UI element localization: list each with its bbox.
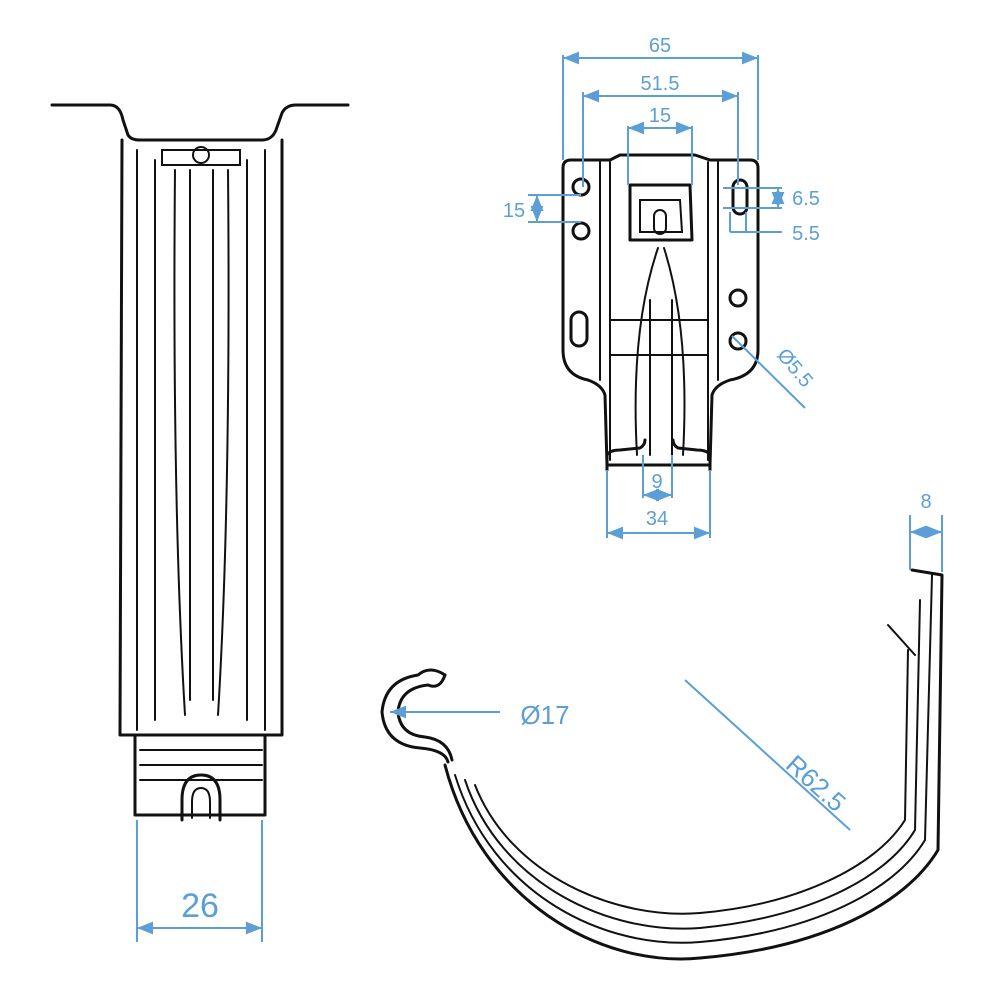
- radius-label: R62.5: [780, 749, 852, 818]
- hole-spacing-label: 51.5: [641, 73, 680, 95]
- hook-view: Ø17 R62.5 8: [380, 491, 944, 961]
- flange-width-label: 8: [920, 491, 931, 513]
- bead-diameter-label: Ø17: [520, 700, 569, 730]
- hole-diameter-label: Ø5.5: [772, 344, 817, 391]
- overall-width-label: 65: [649, 35, 671, 57]
- side-view: 26: [50, 103, 350, 942]
- slot-length-label: 6.5: [792, 188, 820, 210]
- side-width-label: 26: [181, 887, 219, 925]
- center-width-label: 15: [649, 105, 671, 127]
- tail-width-label: 34: [646, 508, 668, 530]
- hole-pitch-label: 15: [503, 200, 525, 222]
- top-plate-view: 65 51.5 15 15 6.5 5.5 Ø5.5 9 34: [503, 35, 820, 540]
- slot-width-label: 5.5: [792, 223, 820, 245]
- groove-width-label: 9: [651, 471, 662, 493]
